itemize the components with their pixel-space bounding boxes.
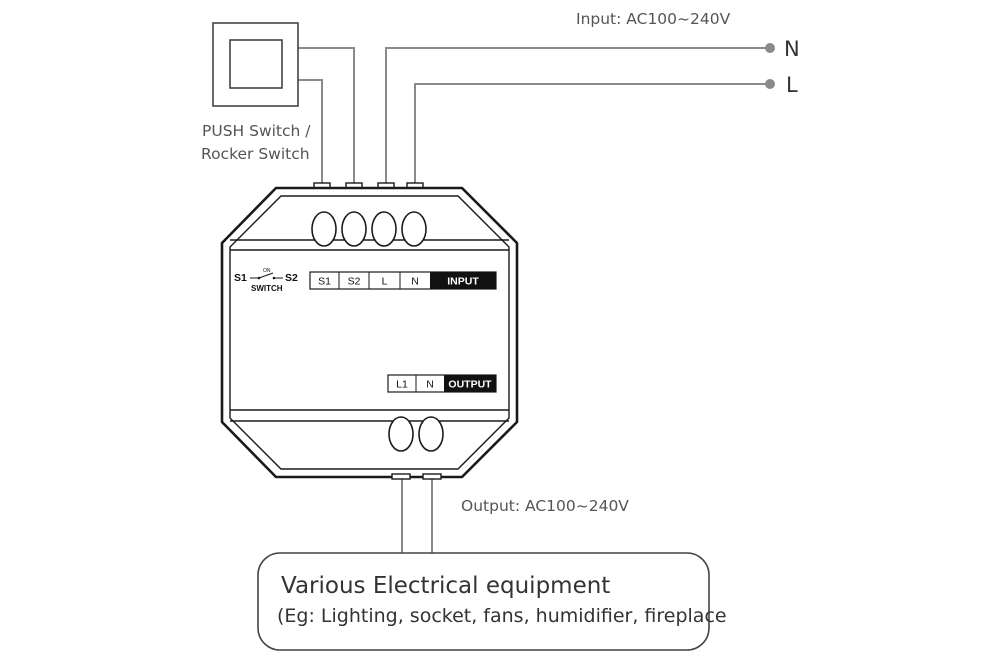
wire-live — [414, 83, 770, 186]
housing-inner — [229, 195, 510, 470]
input-header: INPUT — [447, 276, 479, 288]
switch-rocker — [229, 39, 283, 89]
screw-terminal — [341, 211, 367, 247]
input-header-cell — [430, 272, 496, 289]
output-terminal-n: N — [426, 379, 434, 391]
output-header-cell — [444, 375, 496, 392]
switch-caption-line2: Rocker Switch — [201, 145, 310, 163]
input-terminal-strip: S1 S2 L N INPUT — [309, 271, 497, 290]
neutral-terminal-dot — [765, 43, 775, 53]
live-terminal-dot — [765, 79, 775, 89]
exit-terminal — [391, 473, 411, 480]
switch-symbol-s2: S2 — [285, 272, 298, 284]
equipment-subtitle: (Eg: Lighting, socket, fans, humidifier,… — [277, 605, 727, 627]
wall-switch — [212, 22, 299, 107]
switch-symbol-name: SWITCH — [251, 284, 283, 293]
screw-terminal — [371, 211, 397, 247]
equipment-box-frame — [257, 552, 710, 651]
wire-neutral — [385, 47, 770, 186]
switch-symbol-s1: S1 — [234, 272, 247, 284]
screw-terminal — [418, 416, 444, 452]
live-label: L — [786, 73, 798, 97]
switch-symbol: S1 S2 ON SWITCH — [234, 268, 298, 293]
top-screws — [311, 211, 427, 247]
input-terminal-l: L — [382, 276, 388, 288]
exit-terminal — [422, 473, 442, 480]
screw-terminal — [401, 211, 427, 247]
equipment-box: Various Electrical equipment (Eg: Lighti… — [257, 552, 727, 651]
output-header: OUTPUT — [448, 379, 492, 391]
output-terminal-l1: L1 — [396, 379, 408, 391]
input-terminal-s1: S1 — [318, 276, 331, 288]
bottom-screws — [388, 416, 444, 452]
neutral-label: N — [784, 37, 800, 61]
switch-caption-line1: PUSH Switch / — [202, 122, 311, 140]
housing-outer — [220, 186, 519, 479]
input-label: Input: AC100~240V — [576, 10, 731, 28]
output-terminal-strip: L1 N OUTPUT — [387, 374, 497, 393]
switch-blade — [258, 272, 274, 279]
output-label: Output: AC100~240V — [461, 497, 629, 515]
switch-symbol-mark: ON — [263, 268, 271, 274]
screw-terminal — [311, 211, 337, 247]
wire-s1 — [298, 79, 323, 186]
controller-module: S1 S2 ON SWITCH S1 S2 L N INPUT — [220, 182, 519, 480]
input-terminal-n: N — [411, 276, 419, 288]
wire-s2 — [298, 47, 355, 186]
switch-plate — [212, 22, 299, 107]
equipment-title: Various Electrical equipment — [281, 573, 610, 599]
wires — [298, 47, 770, 553]
input-terminal-s2: S2 — [348, 276, 361, 288]
screw-terminal — [388, 416, 414, 452]
